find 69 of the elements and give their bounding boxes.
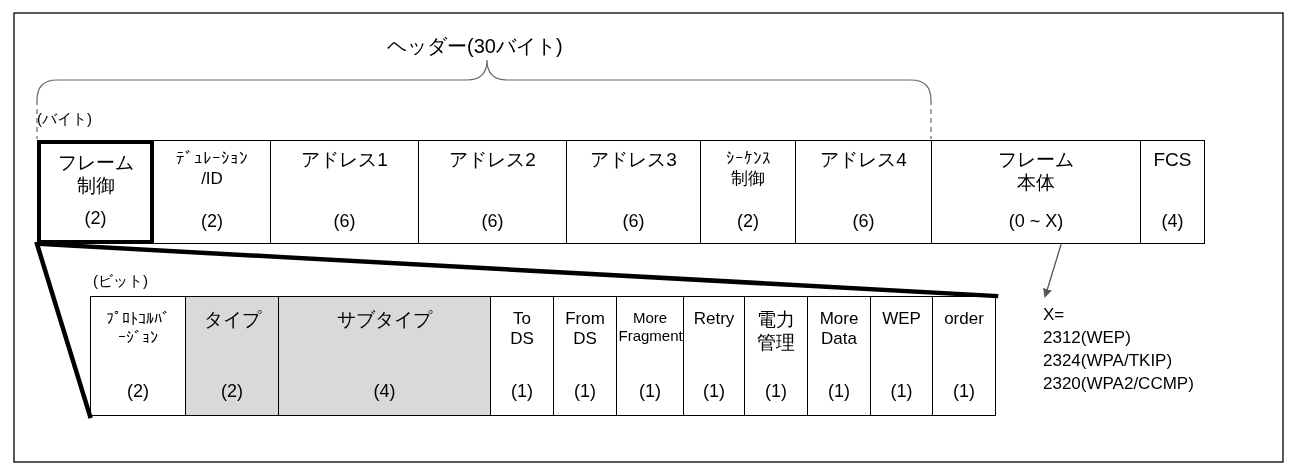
field-size: (2)	[200, 211, 224, 233]
field-name: アドレス2	[448, 149, 537, 172]
note-line: 2312(WEP)	[1043, 327, 1132, 349]
field-size: (1)	[764, 381, 788, 403]
frame-field	[153, 140, 271, 244]
zoom-line	[38, 241, 999, 299]
field-name: WEP	[881, 309, 922, 330]
field-size: (6)	[480, 211, 505, 233]
field-name: 電力管理	[756, 309, 796, 355]
field-name: フレーム本体	[997, 149, 1075, 195]
field-name: From DS	[564, 309, 606, 350]
field-size: (4)	[1160, 211, 1185, 233]
frame-field	[700, 140, 796, 244]
field-name: ｼｰｹﾝｽ制御	[724, 149, 772, 190]
field-size: (1)	[702, 381, 726, 403]
zoom-line	[34, 241, 93, 419]
field-size: (1)	[510, 381, 534, 403]
bit-field	[278, 296, 491, 416]
field-size: (2)	[83, 208, 108, 230]
bit-field	[683, 296, 745, 416]
bit-field	[185, 296, 279, 416]
field-name: ﾃﾞｭﾚｰｼｮﾝ /ID	[175, 149, 249, 190]
frame-field	[931, 140, 1141, 244]
note-line: X=	[1043, 304, 1066, 326]
field-size: (2)	[126, 381, 150, 403]
bit-field	[807, 296, 871, 416]
field-size: (1)	[638, 381, 662, 403]
frame-field	[418, 140, 567, 244]
arrow	[1043, 243, 1062, 298]
field-name: FCS	[1152, 149, 1193, 172]
bit-field	[932, 296, 996, 416]
frame-field	[795, 140, 932, 244]
bit-field	[553, 296, 617, 416]
bit-field	[744, 296, 808, 416]
note-line: 2320(WPA2/CCMP)	[1043, 373, 1195, 395]
field-name: アドレス3	[589, 149, 678, 172]
field-name: More Fragment	[618, 309, 682, 345]
unit-label: (バイト)	[37, 110, 92, 129]
field-size: (2)	[220, 381, 244, 403]
field-size: (4)	[372, 381, 397, 403]
field-size: (1)	[573, 381, 597, 403]
bit-field	[616, 296, 684, 416]
field-name: タイプ	[202, 309, 263, 332]
field-size: (2)	[736, 211, 760, 233]
frame-field	[37, 140, 154, 244]
unit-label: (ビット)	[93, 272, 148, 291]
field-name: フレーム制御	[56, 152, 135, 198]
field-name: order	[943, 309, 985, 330]
field-name: アドレス1	[300, 149, 389, 172]
field-name: Retry	[692, 309, 736, 330]
frame-field	[270, 140, 419, 244]
field-size: (6)	[621, 211, 646, 233]
field-name: To DS	[509, 309, 535, 350]
frame-field	[566, 140, 701, 244]
field-name: ﾌﾟﾛﾄｺﾙﾊﾞｰｼﾞｮﾝ	[105, 309, 171, 348]
bit-field	[490, 296, 554, 416]
field-name: サブタイプ	[336, 309, 434, 332]
field-size: (6)	[851, 211, 876, 233]
field-size: (1)	[952, 381, 976, 403]
field-size: (1)	[889, 381, 914, 403]
note-line: 2324(WPA/TKIP)	[1043, 350, 1174, 372]
bit-field	[870, 296, 933, 416]
field-name: More Data	[818, 309, 860, 350]
field-size: (6)	[332, 211, 357, 233]
field-name: アドレス4	[819, 149, 908, 172]
frame-field	[1140, 140, 1205, 244]
brace-label: ヘッダー(30バイト)	[387, 34, 563, 59]
field-size: (1)	[827, 381, 851, 403]
field-size: (0 ~ X)	[1007, 211, 1065, 233]
